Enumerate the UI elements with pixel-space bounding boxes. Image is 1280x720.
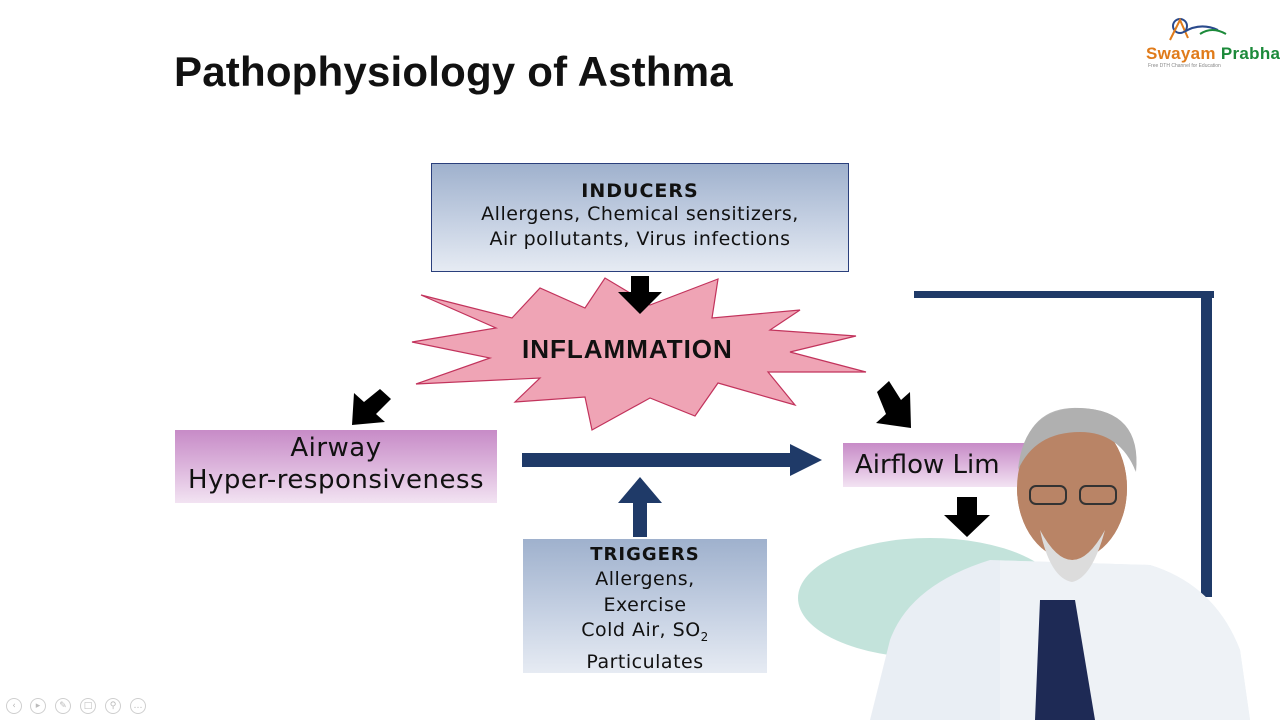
arrow-airway-to-airflow (522, 444, 822, 476)
more-icon[interactable]: … (130, 698, 146, 714)
arrow-inducers-down (618, 276, 662, 314)
zoom-icon[interactable]: ⚲ (105, 698, 121, 714)
inducers-box: INDUCERS Allergens, Chemical sensitizers… (431, 163, 849, 272)
triggers-heading: TRIGGERS (590, 544, 700, 565)
triggers-box: TRIGGERS Allergens, Exercise Cold Air, S… (523, 539, 767, 673)
triggers-line-1: Allergens, (595, 568, 695, 590)
logo-name-part1: Swayam (1146, 44, 1216, 63)
feedback-line-side (1201, 291, 1212, 597)
logo-name-part2: Prabha (1215, 44, 1280, 63)
inflammation-label: INFLAMMATION (522, 334, 733, 364)
arrow-to-airway (352, 389, 391, 425)
airway-box: Airway Hyper-responsiveness (175, 430, 497, 503)
copy-icon[interactable]: □ (80, 698, 96, 714)
triggers-line-3: Cold Air, SO2 (523, 618, 767, 650)
airway-line-1: Airway (290, 433, 382, 463)
arrow-triggers-up (618, 477, 662, 537)
triggers-line-3-sub: 2 (700, 629, 709, 644)
swayam-prabha-logo (1169, 17, 1227, 41)
triggers-line-2: Exercise (603, 593, 687, 616)
logo-name: Swayam Prabha (1146, 44, 1280, 64)
inducers-line-2: Air pollutants, Virus infections (489, 228, 791, 250)
triggers-line-4: Particulates (586, 651, 704, 674)
presenter-overlay (1000, 408, 1250, 720)
inflammation-burst (411, 277, 867, 431)
pen-icon[interactable]: ✎ (55, 698, 71, 714)
airway-line-2: Hyper-responsiveness (187, 465, 485, 495)
slide-title: Pathophysiology of Asthma (174, 48, 733, 95)
triggers-line-3-text: Cold Air, SO (581, 619, 701, 641)
logo-tagline: Free DTH Channel for Education (1148, 63, 1221, 69)
inducers-line-1: Allergens, Chemical sensitizers, (481, 203, 799, 225)
play-icon[interactable]: ▸ (30, 698, 46, 714)
arrow-to-airflow (876, 381, 911, 428)
arrow-airflow-down (944, 497, 990, 537)
airflow-label: Airflow Lim (855, 450, 1000, 480)
airflow-box: Airflow Lim (843, 443, 1043, 487)
feedback-line-top (914, 291, 1214, 298)
inducers-heading: INDUCERS (581, 180, 699, 202)
prev-icon[interactable]: ‹ (6, 698, 22, 714)
